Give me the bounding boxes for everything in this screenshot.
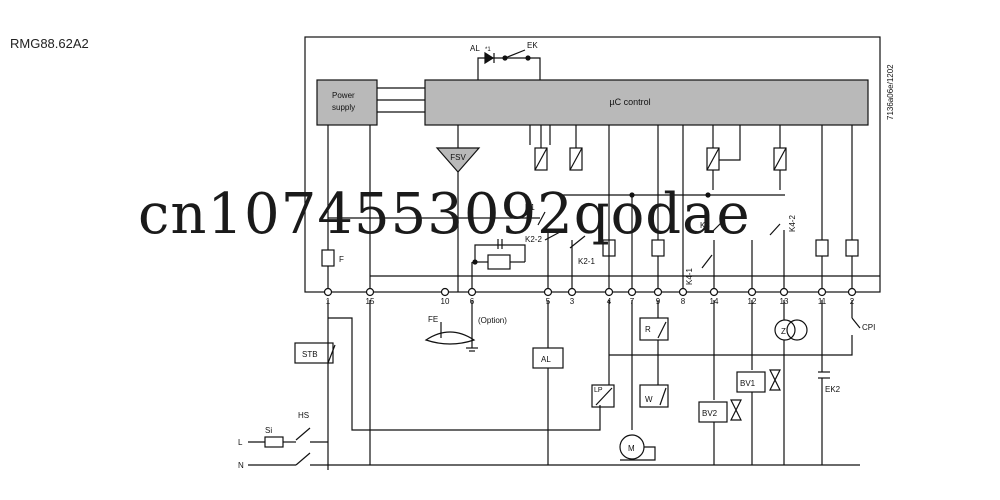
terminal-7 <box>627 287 637 297</box>
terminal-label-10: 10 <box>441 297 450 306</box>
lp-label: LP <box>594 387 603 394</box>
terminal-11 <box>817 287 827 297</box>
terminal-10 <box>440 287 450 297</box>
power-supply-block <box>316 79 378 126</box>
terminal-label-3: 3 <box>570 297 575 306</box>
stb-box <box>294 342 334 364</box>
terminal-4 <box>604 287 614 297</box>
fe-label: FE <box>428 315 438 324</box>
terminal-5 <box>543 287 553 297</box>
terminal-8 <box>678 287 688 297</box>
si-label: Si <box>265 426 272 435</box>
al-label: AL <box>541 355 551 364</box>
uc-control-label: µC control <box>609 97 650 107</box>
z-label: Z <box>781 327 786 336</box>
ek2-label: EK2 <box>825 385 841 394</box>
cpi-label: CPI <box>862 323 875 332</box>
fsv-label: FSV <box>450 153 466 162</box>
l-label: L <box>238 438 243 447</box>
bv2-box <box>698 401 728 423</box>
hs-label: HS <box>298 411 309 420</box>
terminal-13 <box>779 287 789 297</box>
bv2-valve <box>730 399 742 421</box>
terminal-1 <box>323 287 333 297</box>
r-box <box>639 317 669 341</box>
si-fuse <box>264 436 284 448</box>
relay-label-k1: K1 <box>525 203 535 212</box>
fuse-label: F <box>339 255 344 264</box>
terminal-9 <box>653 287 663 297</box>
terminal-label-8: 8 <box>681 297 686 306</box>
relay-contact-k3 <box>711 221 723 233</box>
n-label: N <box>238 461 244 470</box>
power-supply-label-1: Power <box>332 91 355 100</box>
ek-switch <box>504 49 526 59</box>
document-code: 7136a06e/1202 <box>886 64 895 120</box>
terminal-2 <box>847 287 857 297</box>
terminal-14 <box>709 287 719 297</box>
relay-contact-k4-1 <box>701 254 713 269</box>
model-label: RMG88.62A2 <box>10 36 89 51</box>
power-supply-label-2: supply <box>332 103 355 112</box>
bv2-label: BV2 <box>702 409 718 418</box>
terminal-3 <box>567 287 577 297</box>
relay-label-k4-2: K4-2 <box>788 215 797 232</box>
fuse <box>321 249 335 267</box>
option-label: (Option) <box>478 316 507 325</box>
w-label: W <box>645 395 653 404</box>
uc-control-block <box>424 79 869 126</box>
bv1-box <box>736 371 766 393</box>
relay-label-k2-1: K2-1 <box>578 257 595 266</box>
terminal-12 <box>747 287 757 297</box>
bv1-label: BV1 <box>740 379 756 388</box>
m-label: M <box>628 444 635 453</box>
al-top-label: AL <box>470 44 480 53</box>
w-box <box>639 384 669 408</box>
relay-contact-k1 <box>537 211 546 226</box>
relay-label-k3: K3 <box>700 221 710 230</box>
lp-box <box>591 384 615 408</box>
al-sub-label: *1 <box>485 47 491 53</box>
fsv-block <box>435 147 481 173</box>
terminal-15 <box>365 287 375 297</box>
ek-top-label: EK <box>527 41 538 50</box>
r-label: R <box>645 325 651 334</box>
terminal-6 <box>467 287 477 297</box>
watermark-text: cn1074553092qodae <box>138 182 751 247</box>
relay-label-k2-2: K2-2 <box>525 235 542 244</box>
stb-label: STB <box>302 350 318 359</box>
al-diode <box>484 51 495 65</box>
housing-frame <box>304 36 881 293</box>
fe-electrode <box>424 331 476 345</box>
bv1-valve <box>769 369 781 391</box>
relay-contact-k4-2 <box>769 223 781 236</box>
ignition-transformer <box>774 319 796 341</box>
option-resistor <box>487 254 511 270</box>
